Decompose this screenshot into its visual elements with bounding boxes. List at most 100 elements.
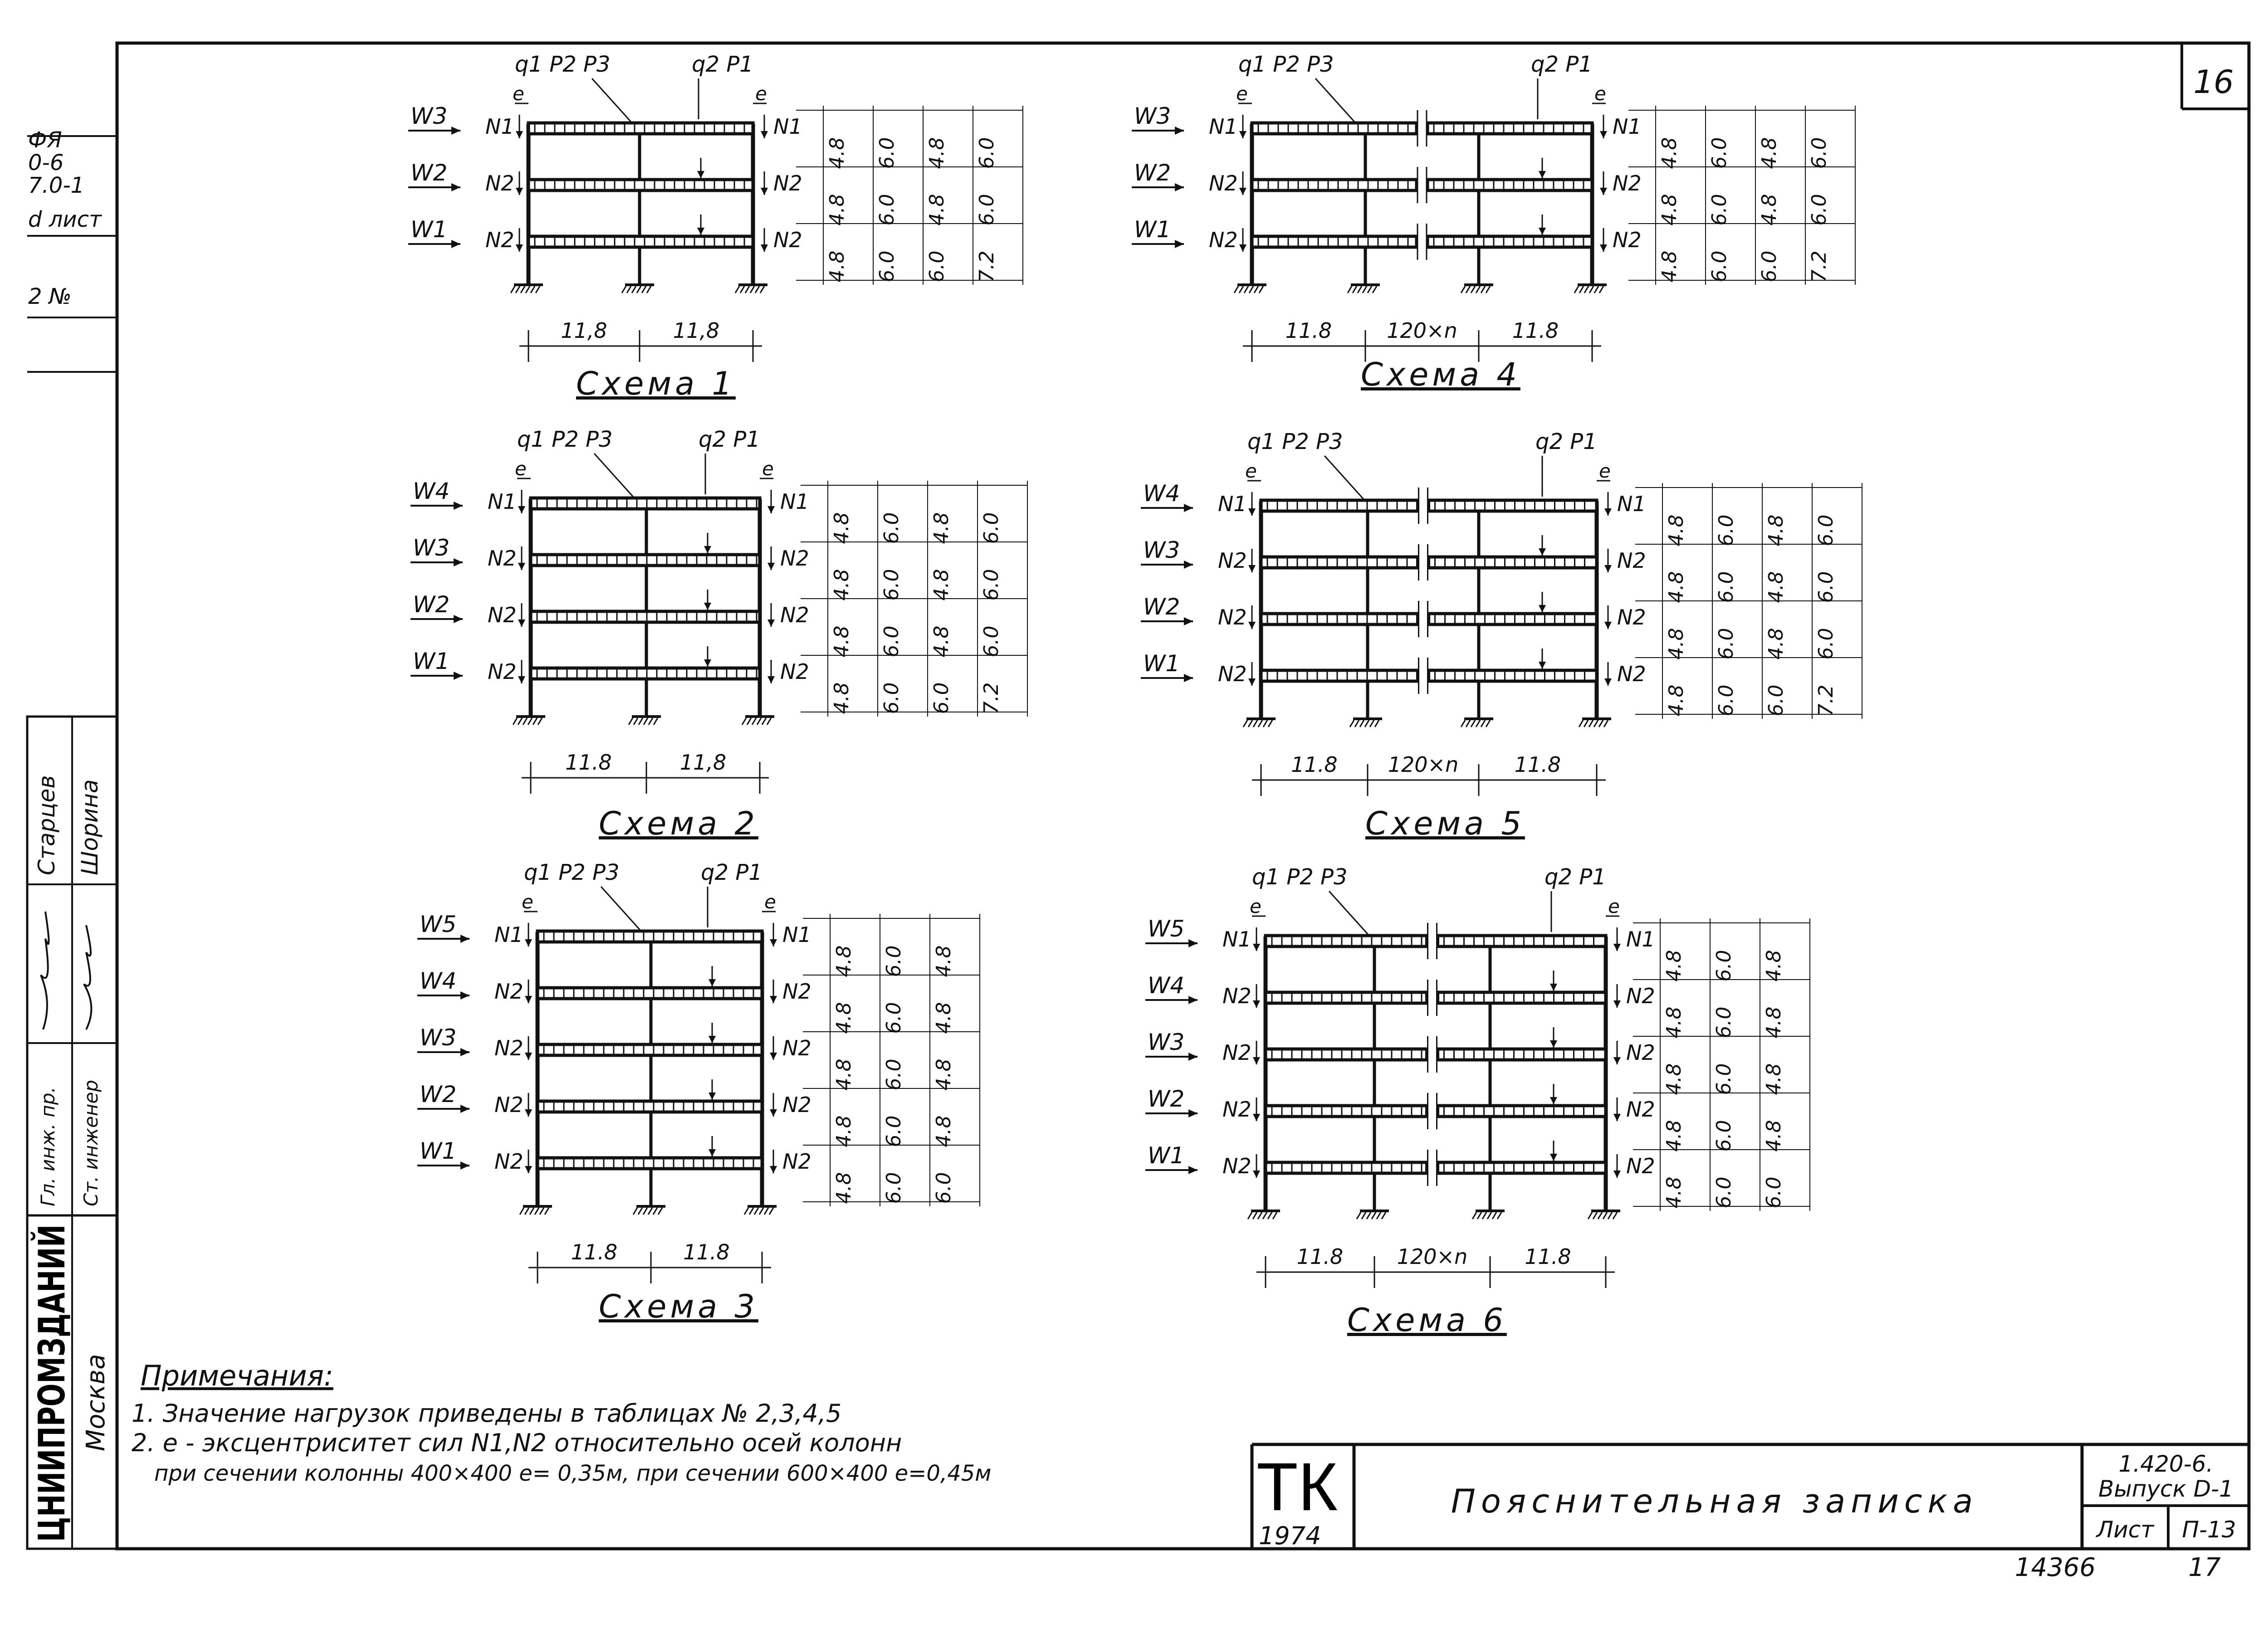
floor-beam: [1264, 1047, 1428, 1062]
floor-beam: [1436, 990, 1608, 1005]
support-hatch: [1233, 286, 1239, 293]
height-dim: 6.0: [1814, 571, 1838, 603]
page-number-box: 16: [2180, 43, 2249, 110]
support-hatch: [1361, 1212, 1367, 1219]
floor-beam: [1427, 555, 1598, 570]
support-hatch: [1357, 286, 1363, 293]
support-hatch: [1574, 286, 1579, 293]
height-dim: 6.0: [1715, 628, 1738, 660]
height-dim: 6.0: [1814, 628, 1838, 660]
load-label-right: q2 P1: [699, 427, 760, 452]
support-hatch: [744, 286, 750, 293]
axial-force-right: N2: [782, 979, 811, 1004]
scheme-caption: Схема 6: [1347, 1302, 1507, 1339]
support-hatch: [1372, 286, 1378, 293]
wind-arrow-head: [1188, 1166, 1198, 1174]
wind-label-W1: W1: [420, 1138, 456, 1164]
support-hatch: [743, 1207, 749, 1215]
support-hatch: [1257, 1212, 1263, 1219]
support-hatch: [1364, 720, 1370, 727]
support-hatch: [1366, 1212, 1372, 1219]
height-dim: 4.8: [832, 1116, 855, 1147]
notes: Примечания: 1. Значение нагрузок приведе…: [132, 1359, 992, 1486]
wind-arrow-head: [460, 935, 469, 943]
sheet-label: Лист: [2096, 1517, 2155, 1543]
axial-force-left: N2: [1218, 662, 1247, 686]
wind-label-W2: W2: [1148, 1086, 1184, 1112]
height-dim: 4.8: [1762, 950, 1785, 982]
load-arrow-head: [709, 979, 716, 986]
axial-force-right: N2: [1626, 1154, 1655, 1178]
support-hatch: [1267, 720, 1273, 727]
support-hatch: [1252, 1212, 1258, 1219]
span-dim-value: 11,8: [680, 750, 726, 775]
height-dim: 4.8: [930, 512, 953, 544]
floor-beam: [1436, 934, 1608, 948]
height-dim: 4.8: [932, 946, 955, 977]
load-label-left: q1 P2 P3: [1252, 864, 1348, 890]
support-hatch: [754, 286, 760, 293]
height-dim: 4.8: [1662, 1120, 1686, 1152]
height-dim: 4.8: [1662, 1007, 1686, 1039]
floor-beam: [536, 929, 764, 944]
height-dim: 6.0: [1708, 137, 1731, 169]
height-dim: 4.8: [1665, 571, 1688, 603]
height-dim: 6.0: [882, 1116, 905, 1147]
axial-force-right: N1: [780, 489, 809, 514]
axial-force-right: N2: [1626, 984, 1655, 1008]
height-dim: 6.0: [980, 569, 1003, 601]
wind-label-W2: W2: [420, 1081, 456, 1107]
support-hatch: [1376, 1212, 1382, 1219]
support-hatch: [512, 717, 518, 725]
axial-force-right: N1: [773, 114, 802, 139]
floor-beam: [527, 234, 755, 249]
load-label-right: q2 P1: [692, 52, 753, 77]
axial-arrow-right-head: [1604, 622, 1612, 629]
height-dim: 6.0: [1808, 194, 1831, 226]
support-hatch: [1480, 720, 1486, 727]
axial-force-left: N2: [485, 171, 514, 195]
axial-force-left: N2: [488, 659, 517, 684]
height-dim: 6.0: [1712, 1063, 1735, 1095]
support-hatch: [1589, 286, 1594, 293]
support-hatch: [641, 286, 647, 293]
height-dim: 6.0: [1712, 1120, 1735, 1152]
support-hatch: [1587, 1212, 1593, 1219]
notes-line-2: 2. e - эксцентриситет сил N1,N2 относите…: [132, 1429, 902, 1457]
axial-arrow-right-head: [1600, 244, 1607, 252]
series-code: 1.420-6.: [2119, 1451, 2214, 1477]
load-label-left: q1 P2 P3: [517, 427, 613, 452]
load-arrow-head: [1539, 228, 1546, 235]
span-dim-value: 11.8: [1525, 1244, 1571, 1269]
height-dim: 4.8: [826, 194, 849, 226]
height-dim: 4.8: [1758, 137, 1781, 169]
axial-arrow-right-head: [770, 939, 777, 946]
axial-force-left: N2: [494, 1093, 523, 1117]
height-dim: 4.8: [826, 137, 849, 169]
wind-label-W5: W5: [1148, 916, 1184, 942]
floor-beam: [1426, 178, 1594, 192]
support-hatch: [1602, 1212, 1608, 1219]
height-dim: 4.8: [832, 1002, 855, 1034]
support-hatch: [1588, 720, 1594, 727]
load-arrow-head: [709, 1036, 716, 1043]
axial-arrow-right-head: [1613, 1114, 1621, 1121]
height-dim: 4.8: [832, 1059, 855, 1091]
support-hatch: [626, 286, 632, 293]
support-hatch: [1476, 1212, 1482, 1219]
height-dim: 7.2: [980, 683, 1003, 714]
span-dim-value: 120×n: [1388, 752, 1459, 777]
support-hatch: [1381, 1212, 1387, 1219]
axial-arrow-right-head: [761, 188, 768, 195]
axial-arrow-right-head: [767, 563, 775, 570]
wind-label-W2: W2: [411, 160, 447, 186]
height-dim: 4.8: [925, 194, 948, 226]
axial-force-right: N2: [782, 1093, 811, 1117]
load-leader: [600, 886, 643, 933]
tk-logo: ТК: [1256, 1449, 1338, 1525]
axial-force-right: N1: [782, 922, 811, 947]
floor-beam: [1259, 555, 1419, 570]
